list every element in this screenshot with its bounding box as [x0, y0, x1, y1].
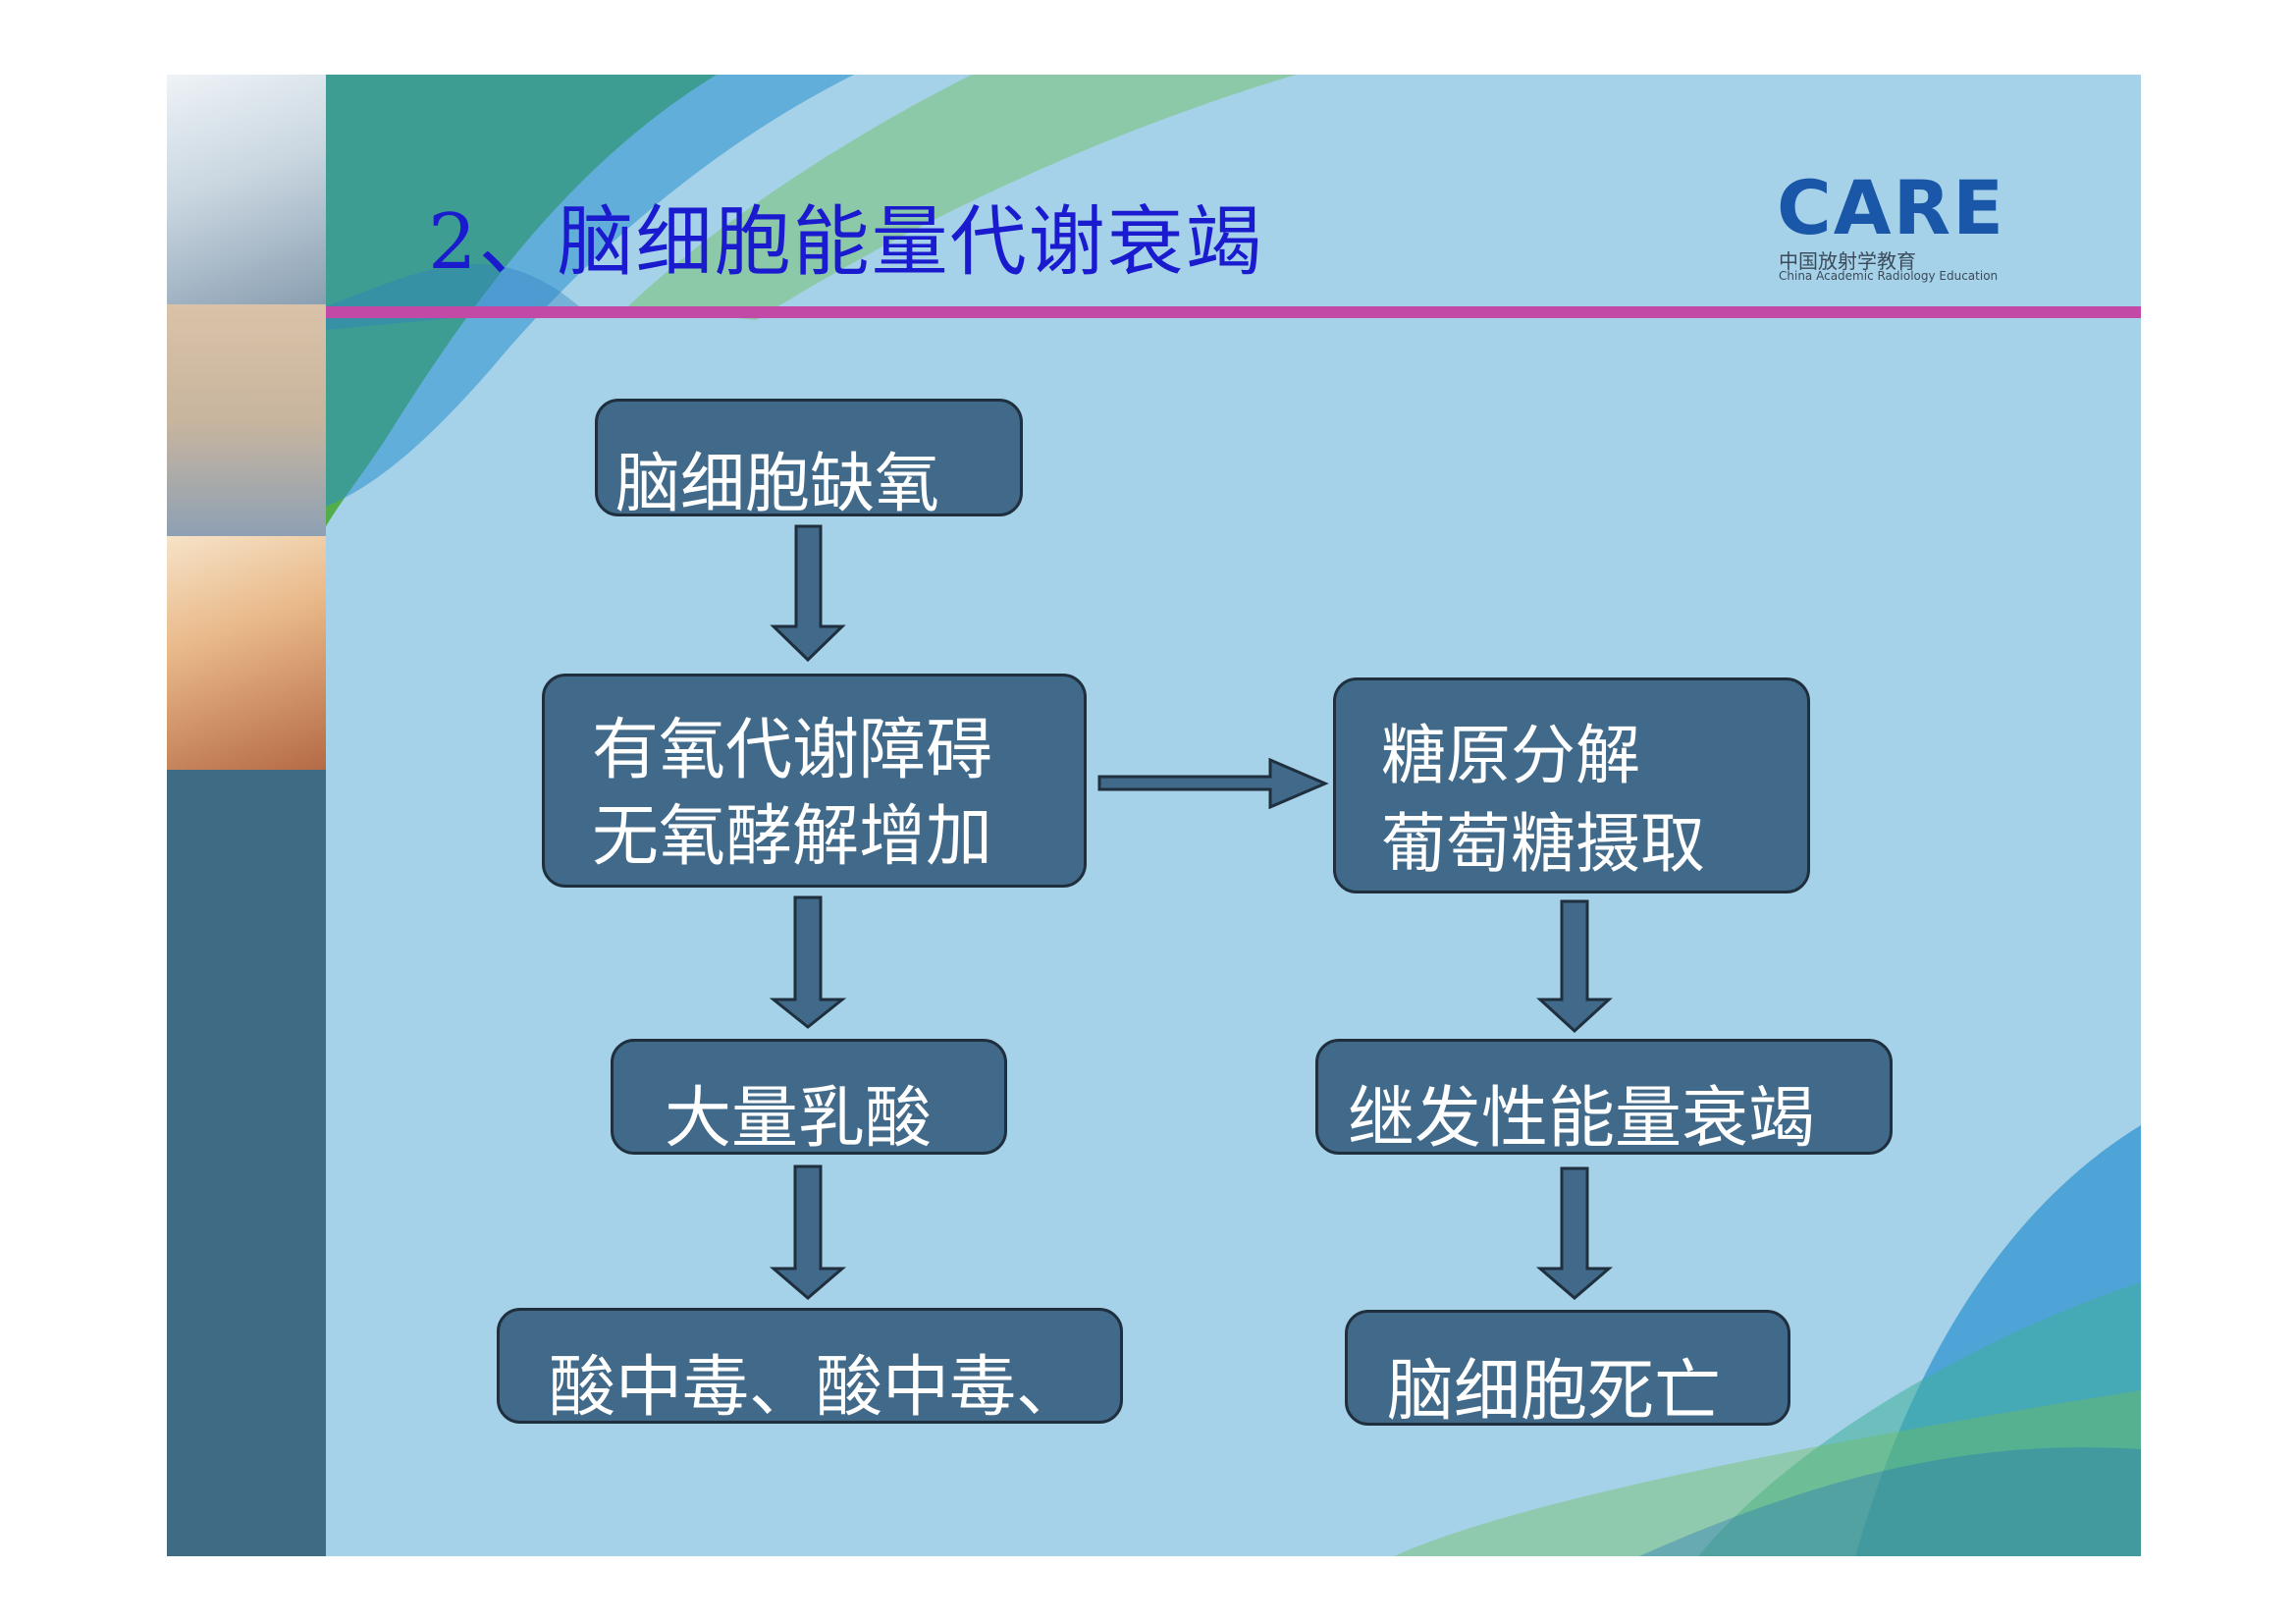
node-aerobic: 有氧代谢障碍 无氧酵解增加	[542, 674, 1087, 888]
flow-arrows	[769, 524, 1790, 1300]
photo-medical-staff	[167, 304, 326, 536]
node-acidosis: 酸中毒、酸中毒、	[497, 1308, 1123, 1427]
node-hypoxia-line-1: 脑细胞缺氧	[615, 446, 939, 521]
slide: 2、脑细胞能量代谢衰竭 CARE 中国放射学教育 China Academic …	[167, 75, 2141, 1556]
logo-chinese-text: 中国放射学教育	[1779, 249, 1916, 273]
logo-wordmark: CARE	[1777, 164, 2006, 251]
node-glycogen: 糖原分解 葡萄糖摄取	[1333, 677, 1810, 893]
node-lactate: 大量乳酸	[611, 1039, 1007, 1158]
node-aerobic-line-2: 无氧酵解增加	[592, 798, 993, 876]
title-underline-bar	[326, 306, 2141, 318]
node-secondary-failure-line-1: 继发性能量衰竭	[1348, 1080, 1816, 1158]
node-glycogen-line-1: 糖原分解	[1381, 718, 1640, 793]
photo-patient-hands	[167, 536, 326, 770]
photo-lab-doctor	[167, 75, 326, 304]
background-art	[326, 75, 2141, 1556]
arrow-glycogen-to-secondary	[1536, 899, 1613, 1034]
arrow-aerobic-to-glycogen	[1097, 757, 1329, 810]
slide-title: 2、脑细胞能量代谢衰竭	[428, 198, 1264, 287]
care-logo: CARE 中国放射学教育 China Academic Radiology Ed…	[1777, 164, 2032, 284]
arrow-lactate-to-acidosis	[769, 1164, 847, 1300]
logo-english-text: China Academic Radiology Education	[1779, 269, 1999, 283]
node-lactate-line-1: 大量乳酸	[665, 1080, 933, 1158]
node-secondary-failure: 继发性能量衰竭	[1315, 1039, 1893, 1158]
node-acidosis-line-1: 酸中毒、酸中毒、	[549, 1349, 1084, 1427]
arrow-hypoxia-to-aerobic	[770, 524, 846, 663]
node-hypoxia: 脑细胞缺氧	[595, 399, 1023, 521]
node-aerobic-line-1: 有氧代谢障碍	[592, 712, 993, 789]
arrow-aerobic-to-lactate	[769, 895, 847, 1029]
node-death-line-1: 脑细胞死亡	[1387, 1353, 1722, 1431]
arrow-secondary-to-death	[1535, 1166, 1614, 1300]
node-glycogen-line-2: 葡萄糖摄取	[1381, 806, 1705, 882]
node-death: 脑细胞死亡	[1345, 1310, 1790, 1431]
